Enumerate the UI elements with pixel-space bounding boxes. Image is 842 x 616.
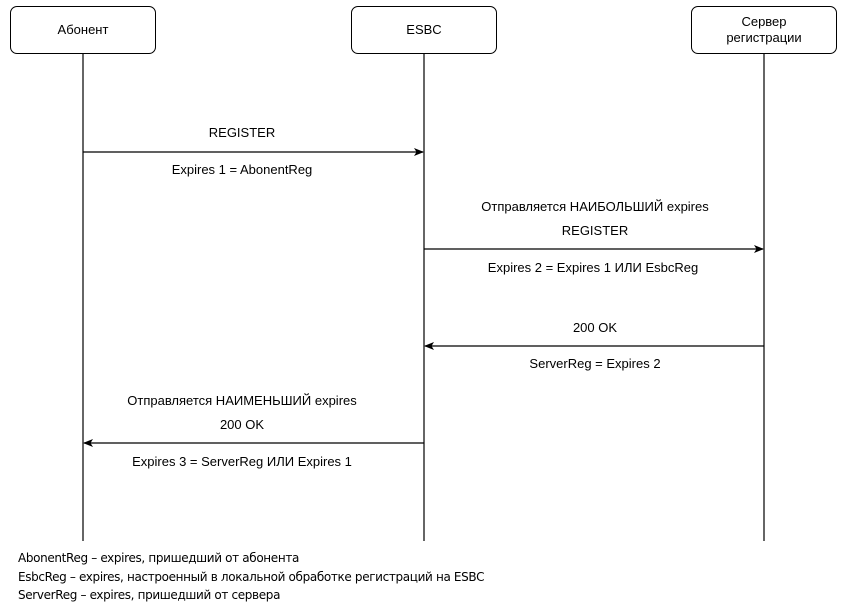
message-3-note: ServerReg = Expires 2: [529, 356, 661, 371]
message-3-label: 200 OK: [572, 320, 618, 335]
message-4-label: 200 OK: [219, 417, 265, 432]
participant-esbc: ESBC: [351, 6, 497, 54]
legend-item-abonentreg: AbonentReg – expires, пришедший от абоне…: [18, 551, 299, 565]
message-2-label: REGISTER: [561, 223, 629, 238]
message-2-note: Expires 2 = Expires 1 ИЛИ EsbcReg: [487, 260, 699, 275]
sequence-diagram: Абонент ESBC Сервер регистрации REGISTER…: [10, 6, 837, 541]
message-4-annotation: Отправляется НАИМЕНЬШИЙ expires: [127, 393, 357, 408]
message-2-annotation: Отправляется НАИБОЛЬШИЙ expires: [481, 199, 709, 214]
legend: AbonentReg – expires, пришедший от абоне…: [18, 549, 484, 605]
participant-registration-server: Сервер регистрации: [691, 6, 837, 54]
message-1-note: Expires 1 = AbonentReg: [171, 162, 313, 177]
legend-item-serverreg: ServerReg – expires, пришедший от сервер…: [18, 588, 281, 602]
legend-item-esbcreg: EsbcReg – expires, настроенный в локальн…: [18, 569, 485, 584]
diagram-lines: [82, 54, 765, 541]
participant-abonent: Абонент: [10, 6, 156, 54]
message-4-note: Expires 3 = ServerReg ИЛИ Expires 1: [132, 454, 352, 469]
message-1-label: REGISTER: [208, 125, 276, 140]
